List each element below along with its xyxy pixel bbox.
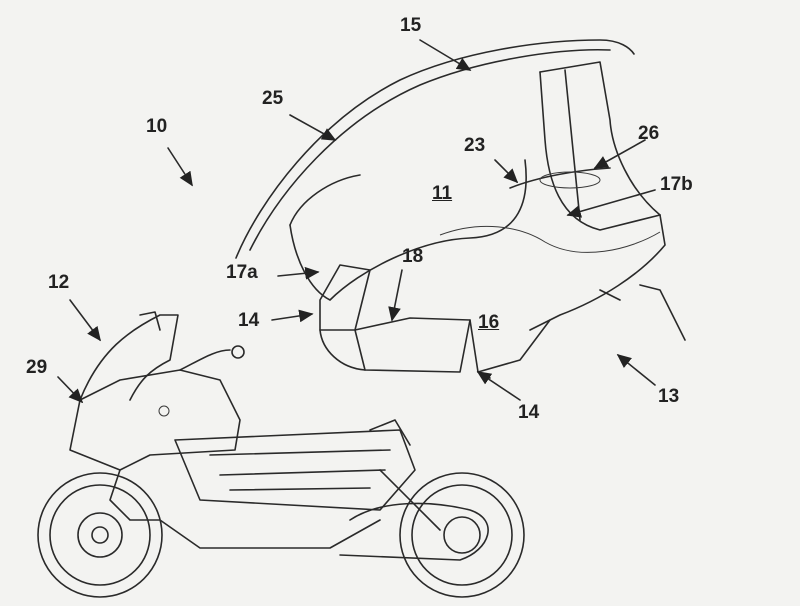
label-15: 15: [400, 15, 422, 36]
label-25: 25: [262, 88, 284, 109]
label-12: 12: [48, 272, 70, 293]
label-18: 18: [402, 246, 424, 267]
label-29: 29: [26, 357, 48, 378]
label-17b: 17b: [660, 174, 693, 195]
label-14-lower: 14: [518, 402, 540, 423]
leader-arrows: [57, 39, 656, 404]
label-23: 23: [464, 135, 486, 156]
label-17a: 17a: [226, 262, 258, 283]
label-14-upper: 14: [238, 310, 260, 331]
label-11: 11: [432, 183, 453, 204]
label-16: 16: [478, 312, 500, 333]
scooter: [37, 311, 525, 598]
label-26: 26: [638, 123, 660, 144]
cabin-module: [235, 39, 686, 379]
label-10: 10: [146, 116, 168, 137]
label-13: 13: [658, 386, 680, 407]
